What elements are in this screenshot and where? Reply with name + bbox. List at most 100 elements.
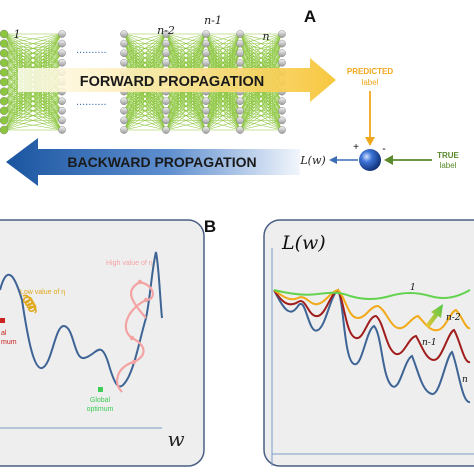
- network-connection: [239, 100, 283, 131]
- network-connection: [123, 33, 167, 54]
- network-node: [120, 59, 128, 67]
- network-connection: [123, 100, 167, 131]
- network-connection: [165, 120, 207, 131]
- global-optimum-label-line1: Global: [90, 397, 111, 404]
- network-connection: [239, 91, 283, 131]
- x-axis-symbol-w: w: [167, 427, 184, 451]
- network-node: [162, 49, 170, 58]
- network-connection: [205, 120, 241, 131]
- network-connection: [205, 110, 241, 131]
- network-connection: [123, 91, 167, 131]
- network-connection: [205, 33, 241, 64]
- predicted-label-line2: label: [362, 78, 379, 87]
- network-node: [58, 59, 66, 67]
- network-node: [0, 106, 9, 115]
- network-node: [0, 29, 9, 39]
- network-connection: [239, 110, 283, 131]
- network-connection: [123, 120, 167, 131]
- network-node: [162, 59, 170, 67]
- network-connection: [165, 91, 207, 131]
- panel-b-letter: B: [204, 217, 216, 236]
- network-node: [236, 30, 244, 38]
- network-connection: [239, 33, 283, 64]
- plus-sign: +: [353, 142, 359, 153]
- curve-label-n-2: n-2: [446, 313, 461, 323]
- network-connection: [205, 33, 241, 54]
- network-connection: [165, 33, 207, 54]
- network-node: [0, 77, 9, 87]
- network-node: [162, 97, 170, 105]
- local-optimum-label-line2: mum: [1, 339, 17, 346]
- loss-node-sphere: [359, 149, 381, 171]
- network-connection: [165, 100, 207, 131]
- panel-b: B Low value of η High value of η Global …: [0, 217, 474, 467]
- network-node: [0, 125, 9, 135]
- panel-a: .......... .......... 1 n-2 n-1 n FORWAR…: [0, 7, 460, 186]
- ellipsis-bottom: ..........: [76, 96, 107, 108]
- network-node: [278, 126, 286, 134]
- network-connection: [123, 33, 167, 73]
- network-connection: [123, 33, 167, 44]
- high-lr-label: High value of η: [106, 260, 153, 267]
- left-subpanel-frame: [0, 219, 205, 467]
- network-node: [58, 107, 66, 115]
- low-lr-label: Low value of η: [20, 289, 65, 296]
- network-connection: [123, 33, 167, 64]
- network-node: [202, 126, 210, 134]
- network-connection: [205, 100, 241, 131]
- network-connection: [205, 91, 241, 131]
- network-node: [202, 116, 210, 125]
- local-optimum-marker: [0, 318, 5, 323]
- backward-propagation-arrow: [6, 138, 300, 186]
- network-node: [236, 116, 244, 125]
- network-node: [202, 49, 210, 58]
- low-lr-trajectory: [22, 294, 37, 314]
- network-connection: [3, 100, 63, 131]
- network-node: [120, 126, 128, 134]
- network-node: [236, 126, 244, 134]
- network-node: [120, 97, 128, 105]
- minus-sign: -: [382, 143, 386, 155]
- network-node: [278, 97, 286, 105]
- curve-label-n: n: [462, 375, 468, 385]
- loss-arrowhead: [329, 156, 337, 164]
- network-node: [202, 107, 210, 115]
- curve-1: [273, 289, 471, 300]
- loss-landscape-curve: [0, 251, 163, 388]
- layer-label-n: n: [262, 30, 269, 43]
- y-axis-symbol-loss: L(w): [281, 232, 326, 254]
- global-optimum-label-line2: optimum: [87, 406, 114, 413]
- network-node: [202, 30, 210, 38]
- network-connection: [3, 33, 63, 73]
- network-node: [120, 107, 128, 115]
- network-connection: [239, 33, 283, 73]
- network-node: [162, 30, 170, 38]
- improvement-arrow: [425, 304, 443, 328]
- network-node: [162, 107, 170, 115]
- network-connection: [3, 33, 63, 102]
- network-node: [278, 107, 286, 115]
- network-node: [0, 68, 9, 77]
- global-optimum-marker: [98, 387, 103, 392]
- network-node: [58, 97, 66, 105]
- layer-label-n-1: n-1: [204, 14, 222, 27]
- network-node: [236, 97, 244, 105]
- network-node: [0, 116, 9, 125]
- network-connection: [3, 120, 63, 131]
- forward-propagation-label: FORWARD PROPAGATION: [80, 74, 264, 90]
- loss-symbol: L(w): [299, 154, 325, 167]
- network-node: [162, 126, 170, 134]
- network-connection: [239, 33, 283, 54]
- network-connection: [3, 33, 63, 64]
- network-connection: [3, 33, 63, 44]
- network-connection: [3, 33, 63, 92]
- network-node: [58, 116, 66, 125]
- network-connection: [165, 33, 207, 64]
- forward-propagation-arrow: [18, 58, 336, 102]
- network-node: [0, 58, 9, 67]
- network-node: [278, 49, 286, 58]
- network-connection: [3, 33, 63, 54]
- network-node: [120, 116, 128, 125]
- true-arrowhead: [384, 155, 393, 165]
